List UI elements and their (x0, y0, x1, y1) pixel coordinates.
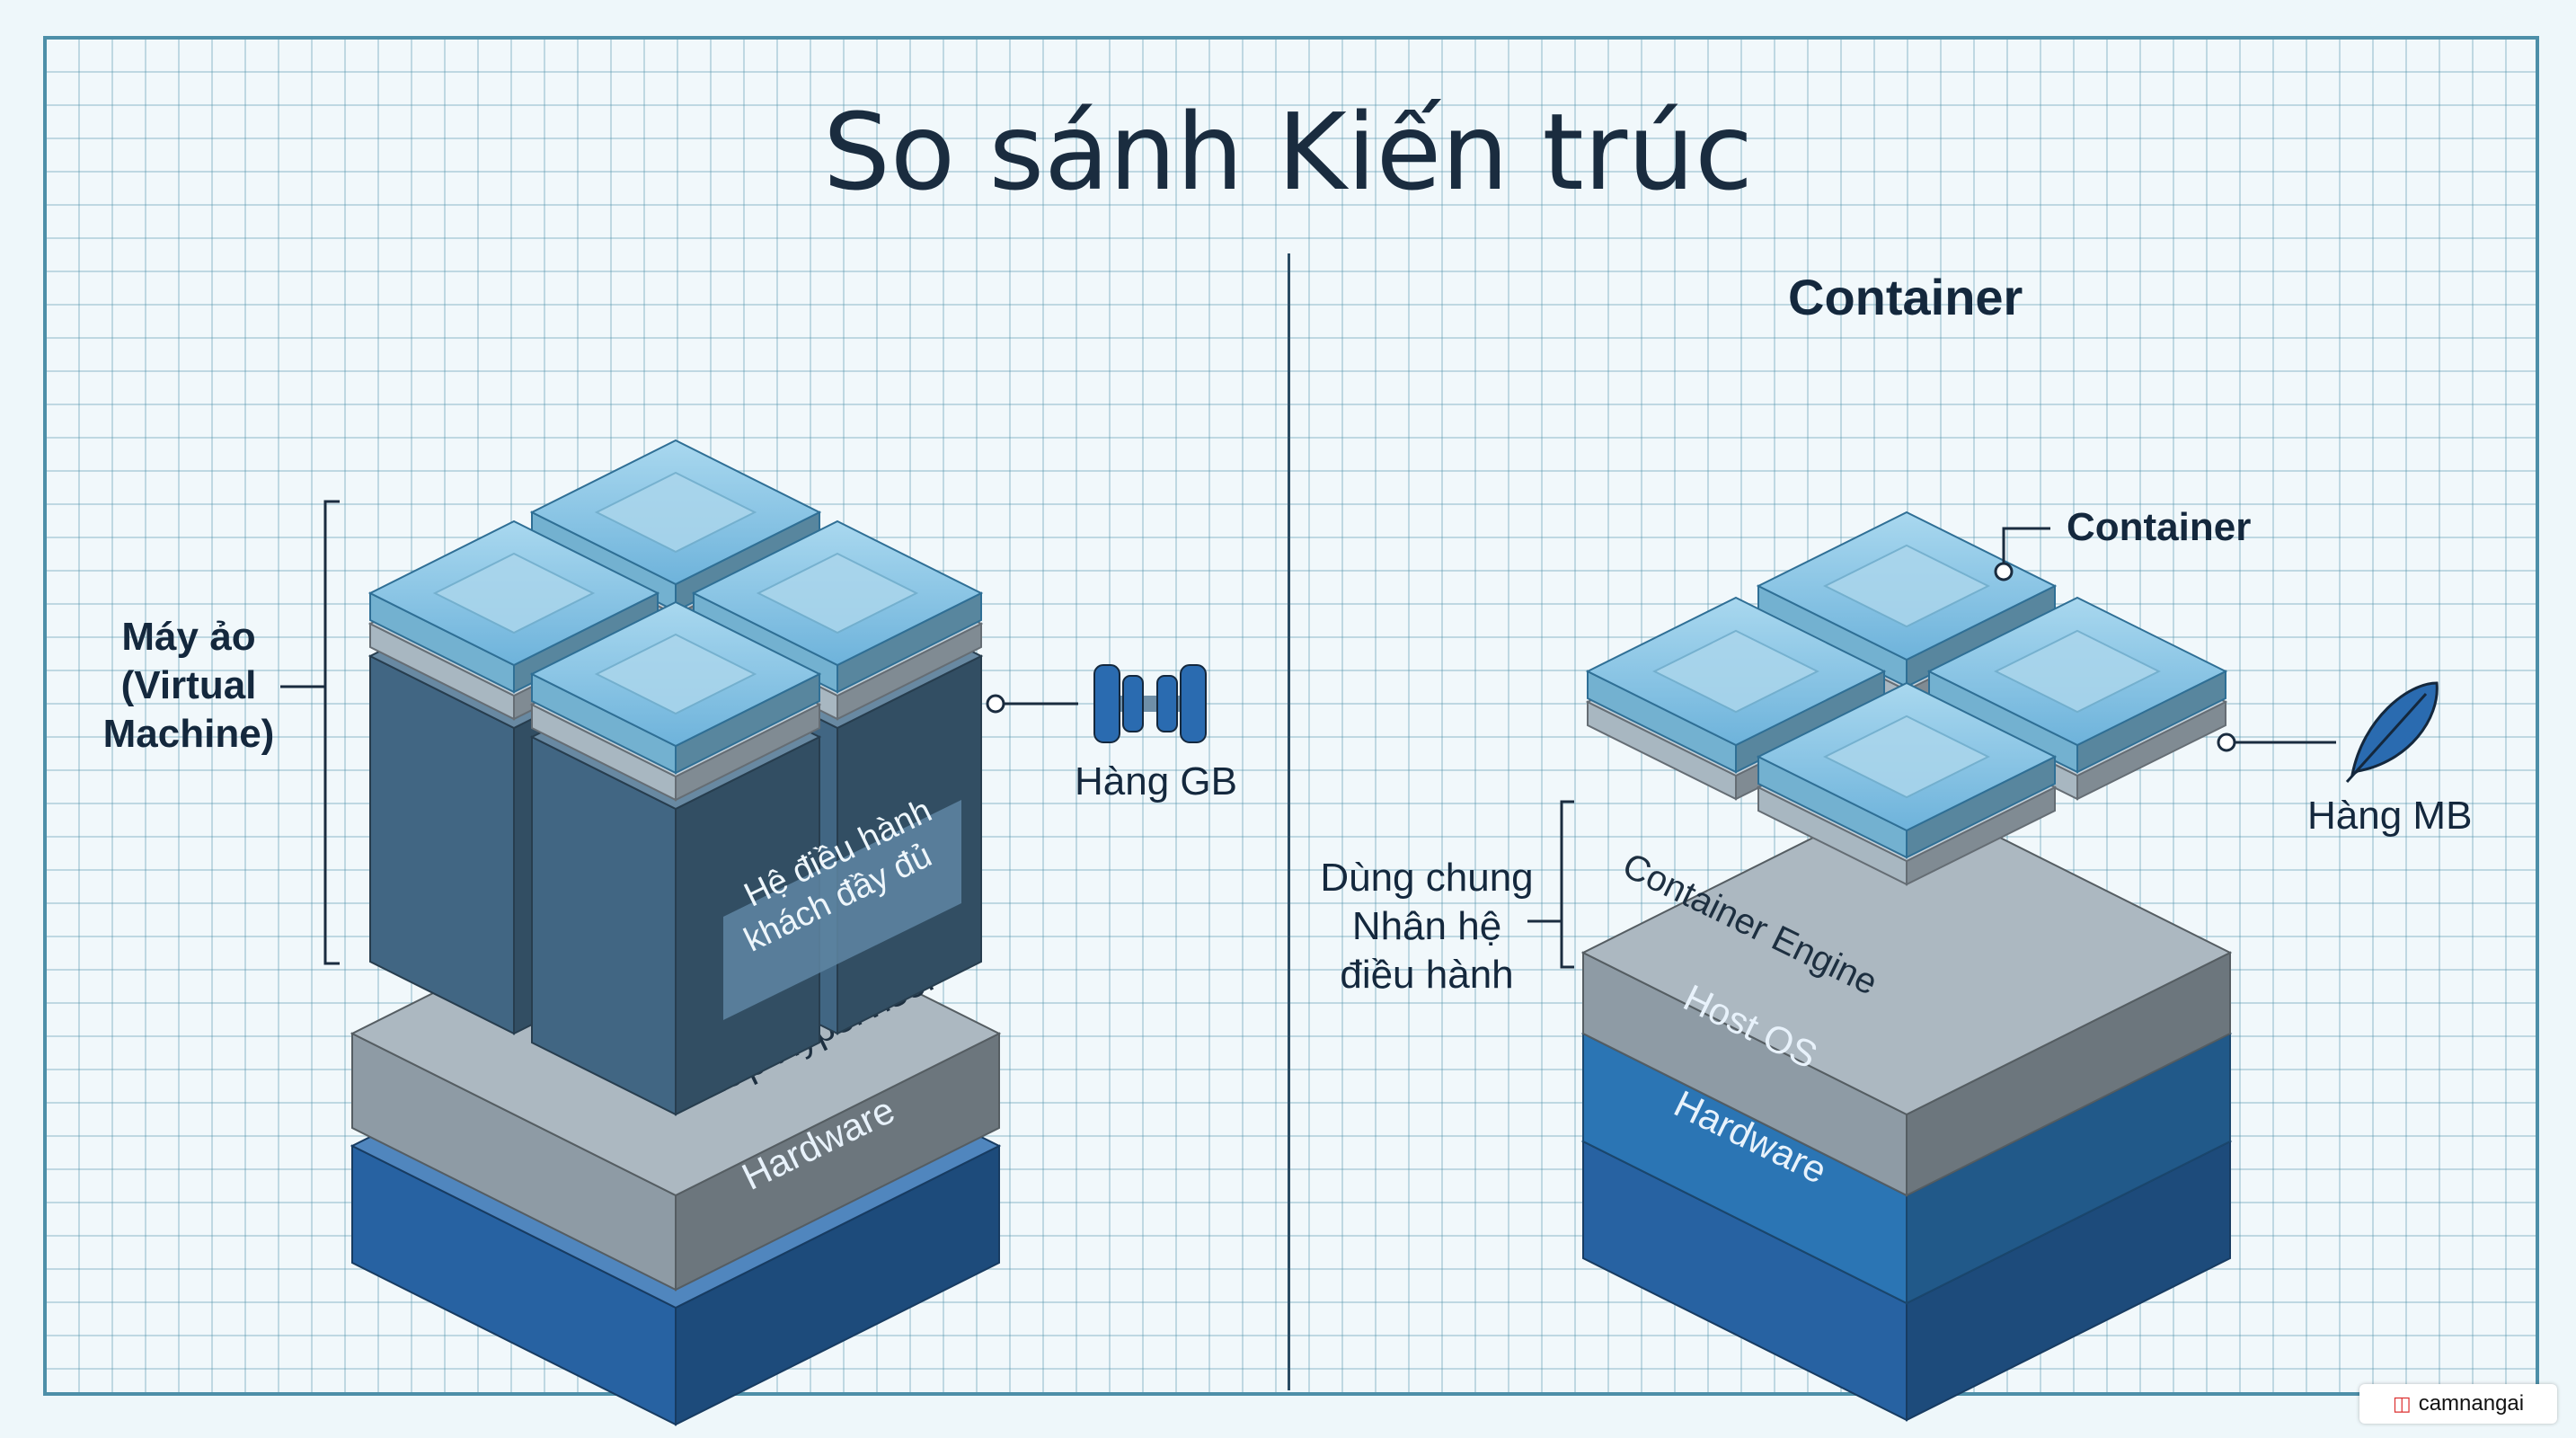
kernel-bracket (1560, 800, 1574, 969)
vm-label: Máy ảo (Virtual Machine) (102, 615, 275, 756)
dumbbell-icon-plate-l1 (1093, 664, 1120, 743)
center-divider (1288, 253, 1290, 1390)
container-heading: Container (1788, 269, 2023, 325)
container-callout-dot (1994, 562, 2014, 581)
vm-size-dot (986, 694, 1005, 714)
container-callout-line (2002, 527, 2050, 572)
container-size-dot (2217, 732, 2236, 752)
page-title: So sánh Kiến trúc (823, 90, 1753, 214)
watermark: ◫ camnangai (2359, 1384, 2557, 1424)
container-tile-right-inset (1994, 629, 2161, 714)
watermark-text: camnangai (2418, 1391, 2525, 1416)
vm-tower-front-tile-inset (594, 633, 757, 715)
vm-tower-back-tile-inset (594, 471, 757, 554)
book-icon: ◫ (2392, 1392, 2412, 1415)
container-tile-front-inset (1823, 715, 1990, 799)
dumbbell-icon-plate-r1 (1180, 664, 1207, 743)
dumbbell-icon-plate-l2 (1122, 675, 1144, 732)
guest-os-panel (723, 800, 961, 1020)
vm-bracket (323, 500, 340, 965)
container-callout-label: Container (2067, 505, 2252, 549)
dumbbell-icon-plate-r2 (1156, 675, 1178, 732)
feather-icon-shaft (2345, 692, 2428, 784)
vm-tower-right-tile-inset (756, 552, 919, 635)
container-tile-back-inset (1823, 544, 1990, 628)
shared-kernel-label: Dùng chung Nhân hệ điều hành (1320, 856, 1534, 997)
container-engine-layer-top-face (1580, 789, 2233, 1116)
container-size-label: Hàng MB (2307, 794, 2473, 838)
container-tile-left-inset (1652, 629, 1819, 714)
vm-size-label: Hàng GB (1075, 759, 1237, 803)
vm-tower-left-tile-inset (432, 552, 596, 635)
